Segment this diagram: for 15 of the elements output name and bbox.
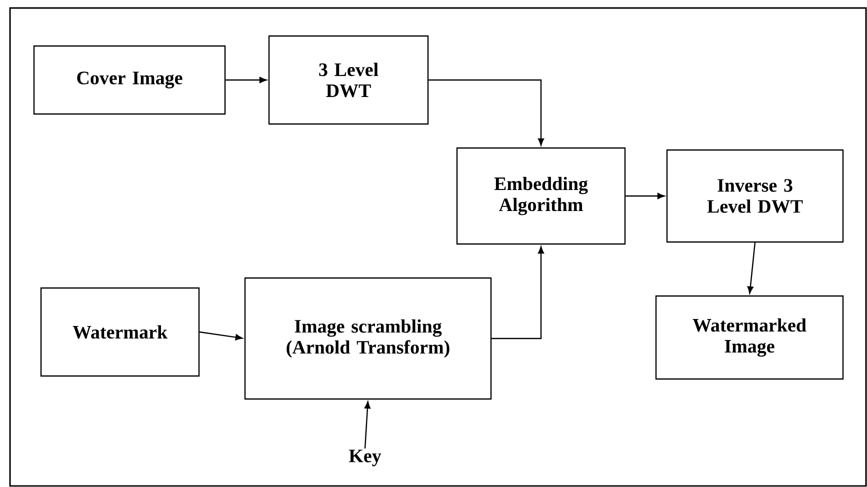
arrow <box>364 401 371 449</box>
process-box: Watermark <box>40 287 200 377</box>
arrow <box>428 79 544 146</box>
process-box: Cover Image <box>33 45 226 115</box>
input-label: Key <box>348 450 382 466</box>
process-box: Image scrambling (Arnold Transform) <box>244 277 492 400</box>
arrow <box>492 246 544 340</box>
arrow <box>226 76 267 84</box>
process-box: 3 Level DWT <box>268 35 429 125</box>
process-box: Embedding Algorithm <box>456 147 626 245</box>
arrow <box>200 331 243 340</box>
process-box: Inverse 3 Level DWT <box>666 149 844 243</box>
process-box: Watermarked Image <box>655 295 844 380</box>
arrow <box>747 242 756 294</box>
arrow <box>626 192 665 200</box>
